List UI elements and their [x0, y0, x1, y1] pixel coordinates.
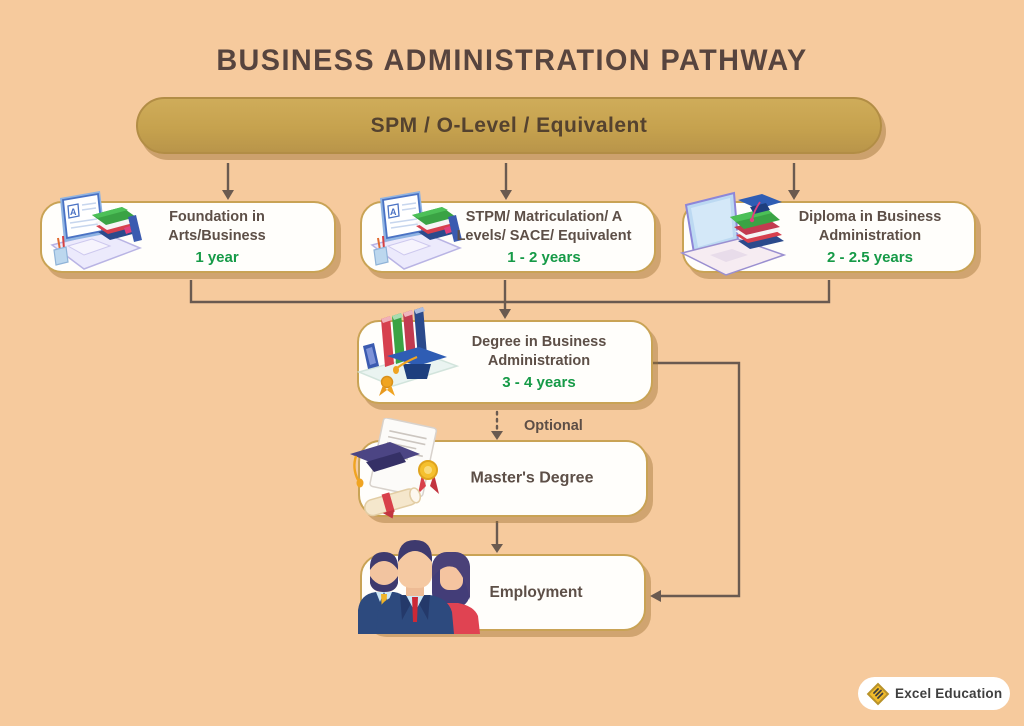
svg-text:A: A [390, 207, 397, 217]
svg-text:A: A [70, 207, 77, 217]
node-degree: Degree in Business Administration 3 - 4 … [356, 307, 653, 404]
node-degree-label: Degree in Business Administration [471, 334, 607, 369]
node-masters-text: Master's Degree [442, 468, 622, 489]
node-foundation: A Foundation in Arts/Business 1 year [40, 191, 336, 273]
arrowhead-employment-right [650, 590, 661, 602]
arrowhead-employment-top [491, 544, 503, 553]
node-spm-olevel-label: SPM / O-Level / Equivalent [370, 113, 648, 137]
arrowhead-masters-optional [491, 431, 503, 440]
node-degree-duration: 3 - 4 years [502, 373, 576, 391]
certificate-graduation-cap-icon [346, 417, 450, 527]
laptop-graduation-cap-icon [679, 189, 792, 284]
node-spm-olevel: SPM / O-Level / Equivalent [136, 97, 882, 154]
arrowhead-stpm [500, 190, 512, 200]
node-employment: Employment [358, 540, 646, 634]
node-stpm-text: STPM/ Matriculation/ A Levels/ SACE/ Equ… [440, 208, 648, 266]
logo-text: Excel Education [895, 686, 1003, 701]
arrowhead-degree [499, 309, 511, 319]
node-stpm-label: STPM/ Matriculation/ A Levels/ SACE/ Equ… [456, 209, 632, 244]
node-degree-text: Degree in Business Administration 3 - 4 … [449, 333, 629, 391]
node-foundation-text: Foundation in Arts/Business 1 year [142, 208, 292, 266]
node-foundation-duration: 1 year [195, 248, 239, 266]
node-diploma-text: Diploma in Business Administration 2 - 2… [780, 208, 960, 266]
node-stpm-duration: 1 - 2 years [507, 248, 581, 266]
arrowhead-diploma [788, 190, 800, 200]
node-masters: Master's Degree [350, 417, 648, 519]
node-masters-label: Master's Degree [470, 469, 594, 487]
bus-line-to-degree [189, 280, 831, 304]
node-stpm: A STPM/ Matriculation/ A Levels/ SACE/ E… [360, 191, 656, 273]
node-employment-label: Employment [489, 583, 583, 601]
arrowhead-foundation [222, 190, 234, 200]
optional-path-label: Optional [524, 418, 583, 434]
node-diploma: Diploma in Business Administration 2 - 2… [679, 191, 976, 276]
excel-education-logo: Excel Education [858, 677, 1010, 710]
node-diploma-duration: 2 - 2.5 years [827, 248, 913, 266]
excel-education-diamond-icon [866, 682, 890, 706]
node-foundation-label: Foundation in Arts/Business [168, 209, 266, 244]
node-employment-text: Employment [456, 582, 616, 602]
page-title: BUSINESS ADMINISTRATION PATHWAY [216, 44, 808, 77]
books-graduation-cap-icon [353, 304, 463, 409]
line-degree-to-employment [653, 361, 741, 598]
laptop-books-icon: A [44, 187, 144, 278]
node-diploma-label: Diploma in Business Administration [798, 209, 942, 244]
